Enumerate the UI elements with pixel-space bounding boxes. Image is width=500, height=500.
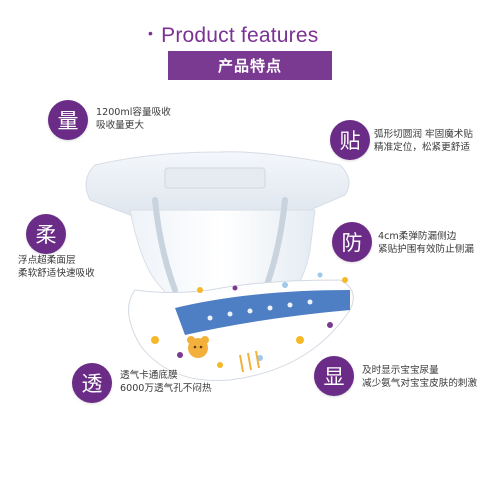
- feature-char: 透: [81, 372, 103, 396]
- feature-line2: 柔软舒适快速吸收: [18, 268, 95, 279]
- feature-line2: 吸收量更大: [96, 120, 144, 131]
- feature-badge-capacity: 量: [48, 100, 88, 140]
- feature-text-breathable: 透气卡通底膜 6000万透气孔不闷热: [120, 369, 212, 395]
- feature-badge-softness: 柔: [26, 214, 66, 254]
- feature-line1: 4cm柔弹防漏侧边: [378, 231, 457, 242]
- feature-line1: 浮点超柔面层: [18, 255, 76, 266]
- feature-line2: 减少氨气对宝宝皮肤的刺激: [362, 378, 478, 389]
- feature-text-indicator: 及时显示宝宝尿量 减少氨气对宝宝皮肤的刺激: [362, 364, 477, 390]
- feature-line2: 6000万透气孔不闷热: [120, 383, 212, 394]
- feature-line1: 1200ml容量吸收: [96, 107, 171, 118]
- feature-line2: 紧贴护围有效防止侧漏: [378, 244, 474, 255]
- feature-char: 量: [57, 109, 79, 133]
- feature-text-leakproof: 4cm柔弹防漏侧边 紧贴护围有效防止侧漏: [378, 230, 474, 256]
- feature-line2: 精准定位，松紧更舒适: [374, 142, 470, 153]
- feature-badge-breathable: 透: [72, 363, 112, 403]
- bullet-dot: •: [148, 25, 154, 41]
- feature-line1: 透气卡通底膜: [120, 370, 178, 381]
- title-english-text: Product features: [161, 24, 319, 47]
- feature-badge-fit: 贴: [330, 120, 370, 160]
- title-chinese: 产品特点: [217, 57, 282, 75]
- title-banner: 产品特点: [168, 51, 332, 80]
- feature-char: 显: [323, 365, 345, 389]
- feature-line1: 及时显示宝宝尿量: [362, 365, 439, 376]
- feature-text-fit: 弧形切圆润 牢固魔术贴 精准定位，松紧更舒适: [374, 128, 473, 154]
- feature-text-capacity: 1200ml容量吸收 吸收量更大: [96, 106, 171, 132]
- title-english: • Product features: [148, 24, 348, 50]
- feature-char: 贴: [339, 129, 361, 153]
- diaper-illustration: [85, 151, 354, 382]
- feature-char: 柔: [35, 223, 57, 247]
- feature-char: 防: [341, 231, 363, 255]
- feature-line1: 弧形切圆润 牢固魔术贴: [374, 129, 473, 140]
- feature-badge-indicator: 显: [314, 356, 354, 396]
- feature-text-softness: 浮点超柔面层 柔软舒适快速吸收: [18, 254, 95, 280]
- feature-badge-leakproof: 防: [332, 222, 372, 262]
